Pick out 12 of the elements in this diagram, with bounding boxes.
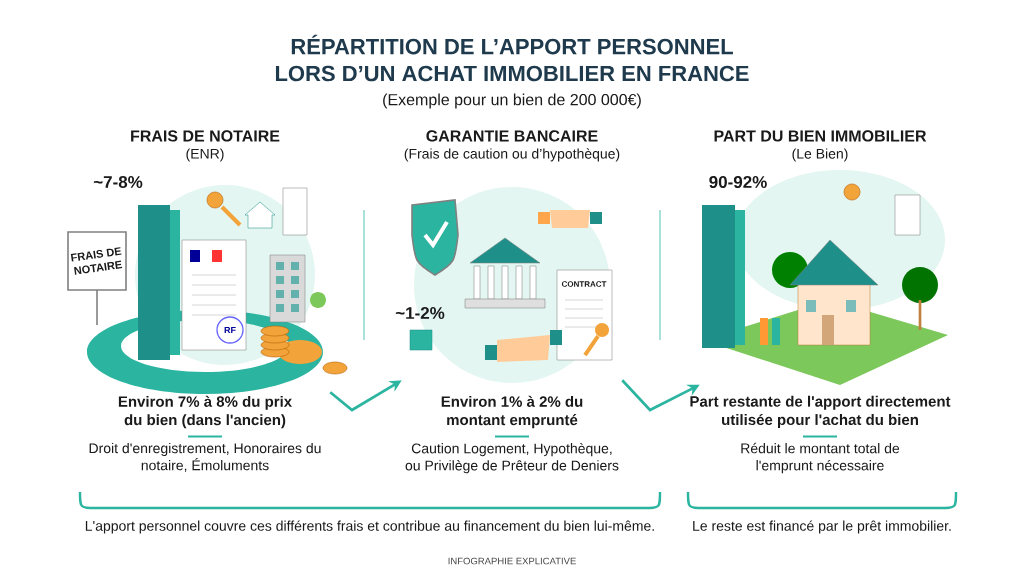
seal-text: RF (224, 326, 236, 334)
title: RÉPARTITION DE L’APPORT PERSONNEL LORS D’UN ACHAT IMMOBILIER EN FRANCE (275, 34, 749, 82)
footer-text: INFOGRAPHIE EXPLICATIVE (448, 557, 576, 565)
subtitle: (Exemple pour un bien de 200 000€) (383, 93, 641, 109)
percent-label: ~1-2% (395, 307, 445, 319)
summary-text: Le reste est financé par le prêt immobilier. (693, 520, 951, 534)
document-text: CONTRACT (561, 281, 607, 287)
illustration-drawing (702, 170, 948, 385)
percent-label: ~7-8% (93, 176, 143, 188)
percent-label: 90-92% (709, 176, 767, 188)
sign-text: FRAIS DE NOTAIRE (70, 247, 123, 275)
summary-text: L'apport personnel couvre ces différents frais et contribue au financement du bien lui-même. (85, 520, 654, 534)
